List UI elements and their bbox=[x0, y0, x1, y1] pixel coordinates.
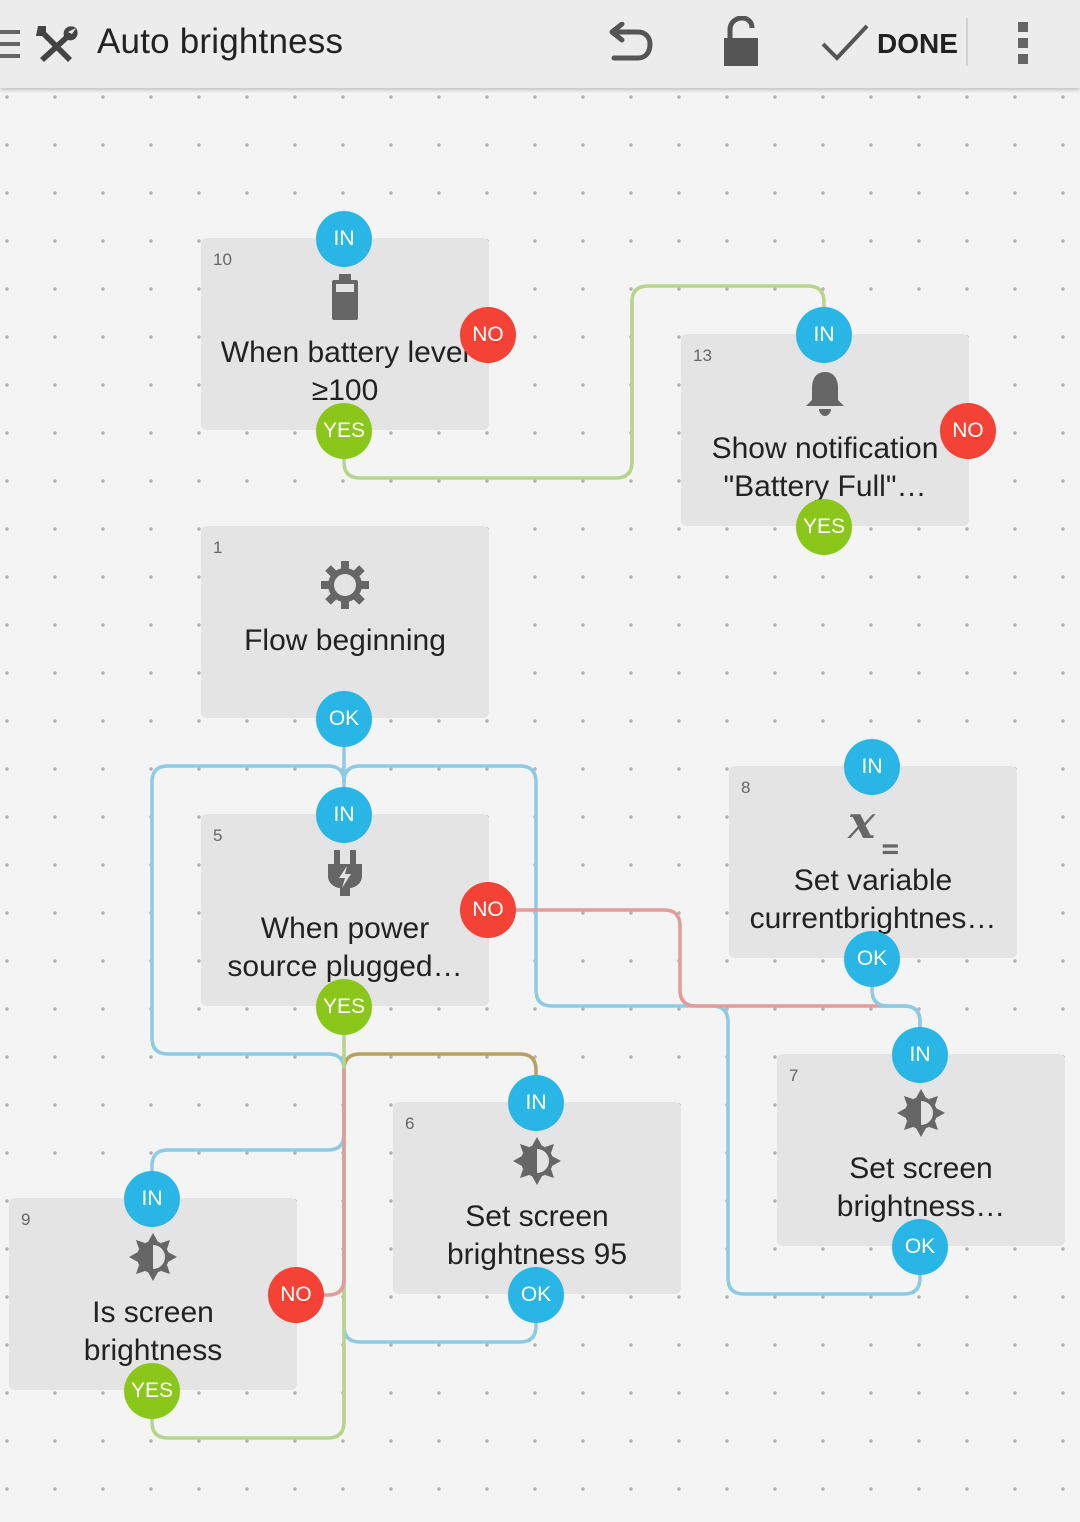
svg-text:x: x bbox=[847, 796, 876, 849]
block-number: 10 bbox=[213, 250, 232, 269]
block-number: 8 bbox=[741, 778, 751, 797]
port-in-block-7[interactable]: IN bbox=[892, 1027, 948, 1083]
wire-5-yes-down bbox=[150, 1005, 346, 1440]
toolbar: Auto brightness DONE bbox=[0, 0, 1080, 88]
port-in-block-6[interactable]: IN bbox=[508, 1075, 564, 1131]
more-vert-icon[interactable] bbox=[1016, 22, 1030, 64]
block-battery-level[interactable]: 10 When battery level≥100 bbox=[201, 238, 489, 430]
block-number: 5 bbox=[213, 826, 223, 845]
port-ok-block-7[interactable]: OK bbox=[892, 1219, 948, 1275]
wire-9-no-up bbox=[294, 1068, 346, 1297]
gear-icon bbox=[321, 561, 369, 609]
done-label: DONE bbox=[877, 28, 958, 59]
check-icon bbox=[821, 24, 869, 61]
power-plug-icon bbox=[328, 850, 362, 896]
wire-10-yes-to-13 bbox=[342, 284, 826, 480]
block-label: Show notification"Battery Full"… bbox=[711, 432, 939, 503]
wire-5-yes-to-6 bbox=[342, 1052, 538, 1105]
block-flow-beginning[interactable]: 1 Flow beginning bbox=[201, 526, 489, 718]
block-number: 1 bbox=[213, 538, 223, 557]
port-yes-block-9[interactable]: YES bbox=[124, 1363, 180, 1419]
battery-icon bbox=[332, 274, 358, 320]
port-yes-block-13[interactable]: YES bbox=[796, 499, 852, 555]
port-no-block-13[interactable]: NO bbox=[940, 403, 996, 459]
done-button[interactable]: DONE bbox=[812, 16, 962, 72]
port-ok-block-6[interactable]: OK bbox=[508, 1267, 564, 1323]
block-show-notification[interactable]: 13 Show notification"Battery Full"… bbox=[681, 334, 969, 526]
brightness-icon bbox=[513, 1137, 561, 1185]
port-ok-block-8[interactable]: OK bbox=[844, 931, 900, 987]
port-in-block-5[interactable]: IN bbox=[316, 787, 372, 843]
variable-icon: x bbox=[847, 796, 898, 855]
port-yes-block-5[interactable]: YES bbox=[316, 979, 372, 1035]
brightness-icon bbox=[897, 1089, 945, 1137]
block-label: When battery level≥100 bbox=[220, 336, 470, 407]
bell-icon bbox=[806, 372, 844, 416]
toolbar-divider bbox=[966, 18, 968, 66]
port-in-block-10[interactable]: IN bbox=[316, 211, 372, 267]
flow-title: Auto brightness bbox=[97, 22, 344, 61]
undo-icon[interactable] bbox=[604, 22, 654, 66]
lock-icon[interactable] bbox=[720, 16, 762, 68]
port-in-block-13[interactable]: IN bbox=[796, 307, 852, 363]
block-number: 6 bbox=[405, 1114, 415, 1133]
port-no-block-5[interactable]: NO bbox=[460, 882, 516, 938]
menu-icon[interactable] bbox=[0, 28, 22, 60]
tools-icon bbox=[36, 26, 78, 63]
port-in-block-9[interactable]: IN bbox=[124, 1171, 180, 1227]
wire-1-ok-loop-left bbox=[150, 764, 346, 1201]
block-number: 13 bbox=[693, 346, 712, 365]
port-yes-block-10[interactable]: YES bbox=[316, 403, 372, 459]
port-ok-block-1[interactable]: OK bbox=[316, 691, 372, 747]
block-number: 7 bbox=[789, 1066, 799, 1085]
port-in-block-8[interactable]: IN bbox=[844, 739, 900, 795]
port-no-block-9[interactable]: NO bbox=[268, 1267, 324, 1323]
block-number: 9 bbox=[21, 1210, 31, 1229]
port-no-block-10[interactable]: NO bbox=[460, 307, 516, 363]
block-label: Flow beginning bbox=[244, 624, 446, 657]
wire-8-ok-to-7 bbox=[870, 957, 922, 1057]
brightness-icon bbox=[129, 1233, 177, 1281]
